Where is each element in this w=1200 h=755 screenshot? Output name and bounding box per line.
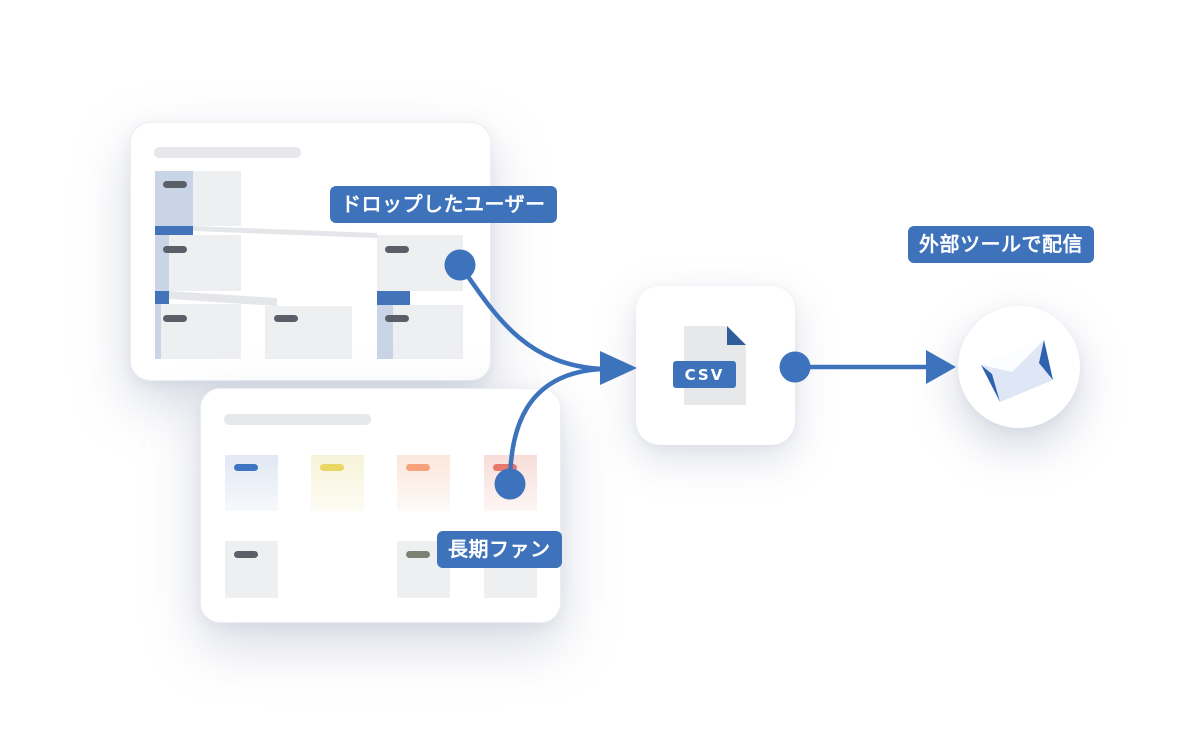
funnel-column-step1: [155, 171, 193, 226]
funnel-node-step3b: [265, 306, 352, 359]
drop-highlight: [155, 291, 169, 304]
node-marker: [163, 181, 187, 188]
panel-title-placeholder: [154, 147, 301, 158]
drop-highlight: [377, 291, 410, 305]
flow-step2a-to-step3: [169, 291, 277, 306]
segment-marker-red: [493, 464, 517, 471]
file-icon: CSV: [673, 326, 746, 405]
mail-icon: [981, 340, 1053, 402]
funnel-node-step2a: [169, 235, 241, 291]
node-marker: [385, 246, 409, 253]
segment-marker-orange: [406, 464, 430, 471]
funnel-panel: [130, 122, 491, 381]
funnel-node-step3a: [161, 304, 241, 359]
segment-panel: [200, 388, 561, 623]
arrowhead-into-delivery: [926, 350, 956, 384]
csv-format-label: CSV: [685, 366, 725, 384]
segment-marker-olive: [406, 551, 430, 558]
flow-step1-to-step2b: [193, 226, 377, 238]
csv-export-tile: CSV: [636, 286, 795, 445]
funnel-column-step3c: [377, 305, 393, 359]
segment-marker-blue: [234, 464, 258, 471]
tag-long-term-fans: 長期ファン: [437, 531, 562, 568]
node-marker: [385, 315, 409, 322]
funnel-column-step3a: [155, 304, 161, 359]
delivery-target: [958, 306, 1080, 428]
funnel-node-step1: [193, 171, 241, 226]
arrowhead-into-csv: [600, 351, 637, 385]
segment-marker-yellow: [320, 464, 344, 471]
funnel-node-step3c: [393, 305, 463, 359]
node-marker: [274, 315, 298, 322]
node-marker: [163, 246, 187, 253]
segment-marker: [234, 551, 258, 558]
funnel-column-step2a: [155, 235, 169, 291]
funnel-flows: [169, 226, 377, 306]
node-marker: [163, 315, 187, 322]
drop-highlight: [155, 226, 193, 235]
funnel-node-step2b: [377, 235, 463, 291]
segment-tile: [225, 541, 278, 598]
panel-title-placeholder: [224, 414, 371, 425]
tag-external-delivery: 外部ツールで配信: [908, 226, 1094, 263]
tag-dropped-users: ドロップしたユーザー: [330, 186, 557, 223]
